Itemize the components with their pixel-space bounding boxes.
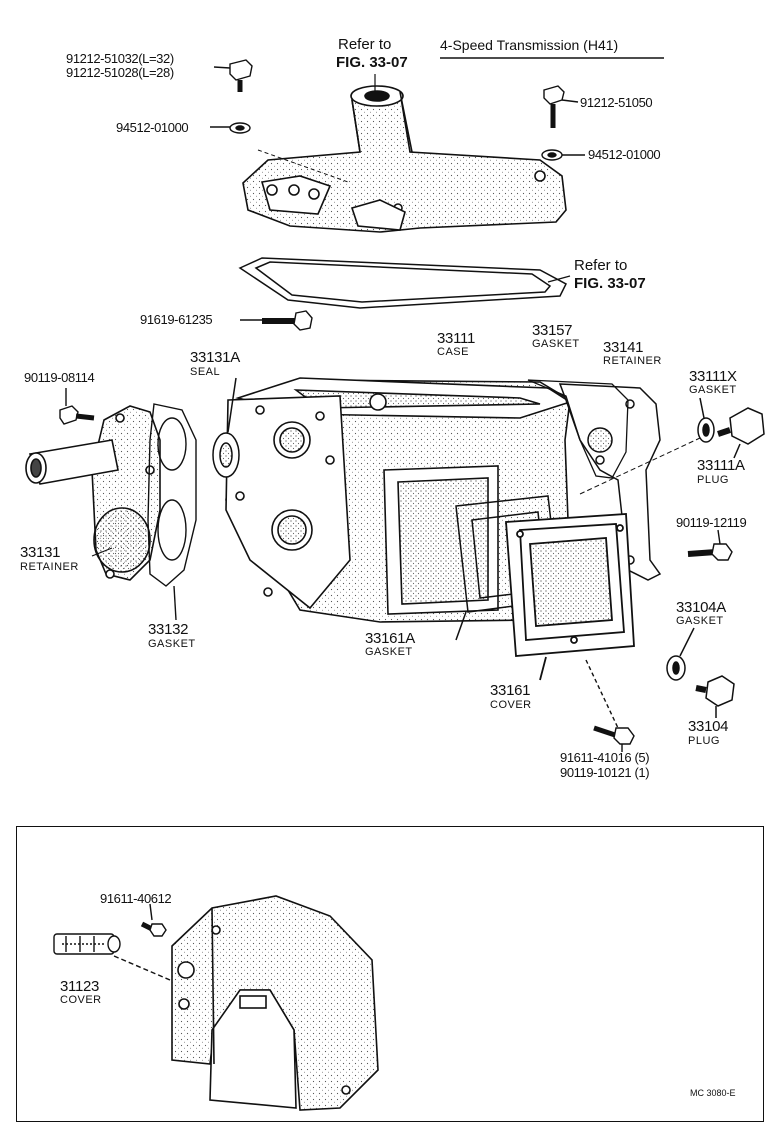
case-number: 33111 bbox=[437, 330, 475, 347]
gasket-33157-number: 33157 bbox=[532, 322, 573, 339]
plug-33104-number: 33104 bbox=[688, 718, 729, 735]
inset-frame bbox=[16, 826, 764, 1122]
drawing-code: MC 3080-E bbox=[690, 1088, 736, 1098]
washer-right-icon bbox=[541, 149, 585, 161]
bolt-91611-41016-icon bbox=[585, 659, 635, 752]
leader-33131 bbox=[91, 547, 113, 557]
gasket-33161a-desc: GASKET bbox=[365, 646, 413, 658]
gasket-33104a-desc: GASKET bbox=[676, 615, 724, 627]
bolt-90119-12119-pn: 90119-12119 bbox=[676, 515, 747, 530]
cover-gasket-part bbox=[238, 257, 567, 309]
cover-33161-part bbox=[505, 513, 635, 681]
refer-mid-leader bbox=[547, 275, 571, 283]
case-desc: CASE bbox=[437, 346, 469, 358]
cover-31123-number: 31123 bbox=[60, 978, 100, 995]
retainer-33131-desc: RETAINER bbox=[20, 561, 79, 573]
cover-33161-desc: COVER bbox=[490, 699, 532, 711]
retainer-33141-part bbox=[558, 383, 662, 581]
gasket-33161a-number: 33161A bbox=[365, 630, 415, 647]
dashed-guide bbox=[257, 149, 349, 183]
bolt-90119-08114-icon bbox=[59, 388, 95, 425]
clutch-housing-part bbox=[171, 895, 379, 1111]
retainer-33131-part bbox=[25, 405, 161, 581]
bolt-91212-51050-icon bbox=[543, 85, 579, 128]
bolt-cover-side-pn-2: 90119-10121 (1) bbox=[560, 765, 650, 780]
washer-right-pn: 94512-01000 bbox=[588, 147, 661, 162]
bolt-91212-51032-icon bbox=[213, 59, 253, 92]
gasket-33111x-icon bbox=[697, 397, 715, 443]
bolt-cover-side-pn-1: 91611-41016 (5) bbox=[560, 750, 650, 765]
bolt-right-pn: 91212-51050 bbox=[580, 95, 653, 110]
retainer-33131-number: 33131 bbox=[20, 544, 61, 561]
seal-desc: SEAL bbox=[190, 366, 221, 378]
cover-31123-desc: COVER bbox=[60, 994, 102, 1006]
cover-33161-number: 33161 bbox=[490, 682, 531, 699]
washer-left-pn: 94512-01000 bbox=[116, 120, 189, 135]
gasket-33104a-icon bbox=[666, 627, 695, 681]
plug-33111a-number: 33111A bbox=[697, 457, 745, 474]
bolt-90119-12119-icon bbox=[687, 529, 733, 561]
refer-top-line1: Refer to bbox=[338, 36, 392, 53]
diagram-title: 4-Speed Transmission (H41) bbox=[440, 37, 619, 53]
refer-top-line2: FIG. 33-07 bbox=[336, 54, 408, 71]
cover-31123-icon bbox=[53, 933, 171, 981]
bolt-91611-40612-icon bbox=[140, 903, 167, 937]
top-cover-part bbox=[242, 85, 567, 233]
gasket-33157-part bbox=[527, 379, 629, 479]
retainer-33141-desc: RETAINER bbox=[603, 355, 662, 367]
gasket-33157-desc: GASKET bbox=[532, 338, 580, 350]
gasket-33111x-number: 33111X bbox=[689, 368, 737, 385]
plug-33104-icon bbox=[695, 675, 735, 718]
bolt-91619-61235-icon bbox=[240, 310, 313, 331]
transmission-case-part bbox=[225, 377, 623, 623]
gasket-33111x-desc: GASKET bbox=[689, 384, 737, 396]
gasket-33132-part bbox=[147, 403, 197, 621]
inset-bolt-pn: 91611-40612 bbox=[100, 891, 172, 906]
gasket-33132-desc: GASKET bbox=[148, 638, 196, 650]
dashed-guide-plug bbox=[579, 437, 701, 495]
seal-number: 33131A bbox=[190, 349, 240, 366]
gasket-33104a-number: 33104A bbox=[676, 599, 726, 616]
plug-33104-desc: PLUG bbox=[688, 735, 720, 747]
refer-mid-line2: FIG. 33-07 bbox=[574, 275, 646, 292]
plug-33111a-icon bbox=[717, 407, 765, 459]
washer-left-icon bbox=[210, 122, 251, 134]
bolt-cover-pn-1: 91212-51032(L=32) bbox=[66, 51, 174, 66]
seal-33131a-icon bbox=[212, 377, 240, 478]
refer-mid-line1: Refer to bbox=[574, 257, 628, 274]
bolt-90119-08114-pn: 90119-08114 bbox=[24, 370, 95, 385]
gasket-33132-number: 33132 bbox=[148, 621, 189, 638]
bolt-cover-pn-2: 91212-51028(L=28) bbox=[66, 65, 174, 80]
retainer-33141-number: 33141 bbox=[603, 339, 644, 356]
bolt-91619-pn: 91619-61235 bbox=[140, 312, 213, 327]
plug-33111a-desc: PLUG bbox=[697, 474, 729, 486]
